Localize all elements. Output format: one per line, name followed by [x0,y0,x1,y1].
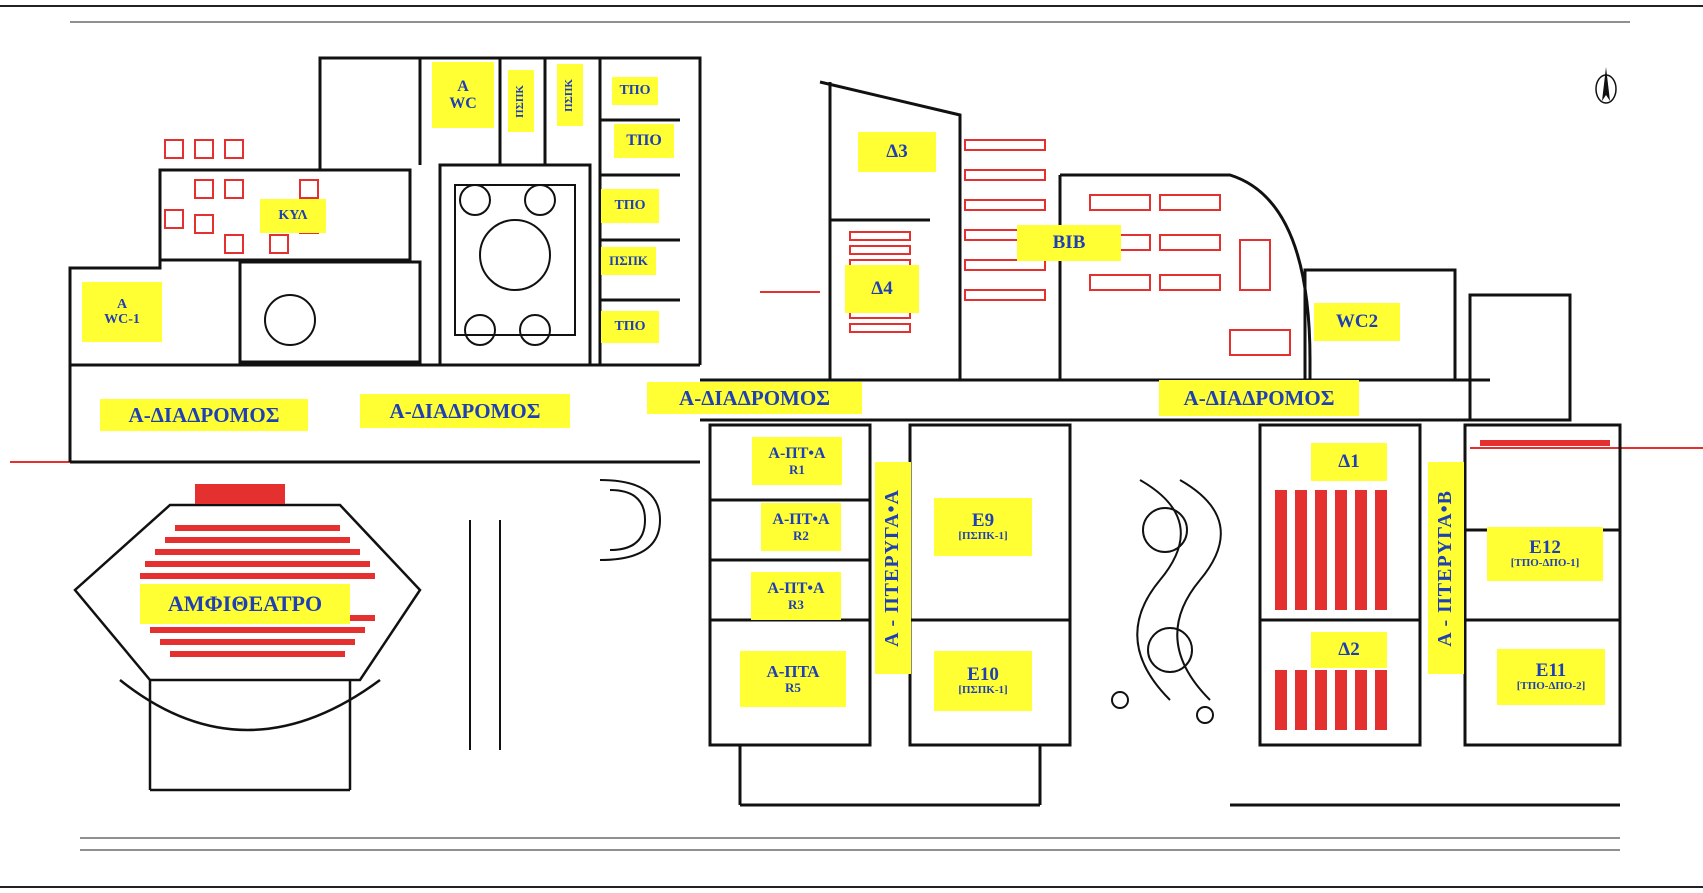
room-r2-line2: R2 [793,527,809,543]
wing-b-label: Α - ΠΤΕΡΥΓΑ•Β [1428,462,1464,674]
corridor-3-text: Α-ΔΙΑΔΡΟΜΟΣ [679,385,830,410]
corridor-4-text: Α-ΔΙΑΔΡΟΜΟΣ [1183,385,1335,410]
room-pspk-text: ΠΣΠΚ [609,252,648,268]
room-d2: Δ2 [1311,632,1387,668]
room-d3: Δ3 [858,132,936,172]
room-bib-text: ΒΙΒ [1052,231,1086,253]
room-tpo-2-text: ΤΠΟ [626,132,662,150]
room-pspk-vertical-1-text: ΠΣΠΚ [514,84,527,118]
corridor-1: Α-ΔΙΑΔΡΟΜΟΣ [100,399,308,431]
room-r5-line1: Α-ΠΤΑ [766,661,820,681]
room-tpo-3-text: ΤΠΟ [614,198,646,214]
room-e12-line1: Ε12 [1529,536,1561,558]
wing-a-text: Α - ΠΤΕΡΥΓΑ•Α [881,489,904,647]
north-arrow-icon [1595,67,1617,104]
room-e12-line2: [ΤΠΟ-ΔΠΟ-1] [1510,557,1580,570]
room-r2-line1: Α-ΠΤ•Α [772,511,830,529]
amphitheatre-seats [140,484,375,657]
room-e10: Ε10 [ΠΣΠΚ-1] [934,651,1032,711]
room-amphitheatre: ΑΜΦΙΘΕΑΤΡΟ [140,584,350,624]
amphitheatre-outline [73,503,422,792]
room-tpo-2: ΤΠΟ [614,124,674,158]
room-a-wc-line2: WC [449,95,477,112]
room-pspk-vertical-2-text: ΠΣΠΚ [563,78,576,112]
room-wc2-text: WC2 [1335,310,1379,332]
room-e11: Ε11 [ΤΠΟ-ΔΠΟ-2] [1497,649,1605,705]
wing-b-text: Α - ΠΤΕΡΥΓΑ•Β [1434,489,1457,647]
room-r3-line2: R3 [788,596,804,612]
room-tpo-1: ΤΠΟ [612,77,658,105]
room-e10-line1: Ε10 [967,663,999,685]
room-kyl: ΚΥΛ [260,199,326,233]
room-e12: Ε12 [ΤΠΟ-ΔΠΟ-1] [1487,527,1603,581]
library-tables [964,139,1291,356]
room-tpo-3: ΤΠΟ [601,189,659,223]
room-a-wc-1-line1: Α [116,296,128,312]
room-e11-line1: Ε11 [1535,659,1567,681]
room-r3: Α-ΠΤ•Α R3 [751,572,841,620]
room-a-wc: Α WC [432,62,494,128]
room-d4-text: Δ4 [871,277,893,299]
room-e9: Ε9 [ΠΣΠΚ-1] [934,498,1032,556]
room-r3-line1: Α-ΠΤ•Α [767,580,825,598]
room-e9-line2: [ΠΣΠΚ-1] [958,530,1008,543]
room-e11-line2: [ΤΠΟ-ΔΠΟ-2] [1516,680,1586,693]
corridor-3: Α-ΔΙΑΔΡΟΜΟΣ [647,382,862,414]
room-r2: Α-ΠΤ•Α R2 [761,503,841,551]
room-r5-line2: R5 [785,680,801,696]
corridor-1-text: Α-ΔΙΑΔΡΟΜΟΣ [128,402,280,427]
room-e10-line2: [ΠΣΠΚ-1] [958,684,1008,697]
room-r5: Α-ΠΤΑ R5 [740,651,846,707]
room-bib: ΒΙΒ [1017,225,1121,261]
room-wc2: WC2 [1314,303,1400,341]
room-r1-line2: R1 [789,461,805,477]
corridor-2-text: Α-ΔΙΑΔΡΟΜΟΣ [389,398,541,423]
walls [68,56,1622,807]
room-pspk: ΠΣΠΚ [601,247,656,275]
room-d3-text: Δ3 [886,140,908,162]
room-d1: Δ1 [1311,443,1387,481]
entrance-ramp [469,479,662,750]
room-kyl-text: ΚΥΛ [278,208,308,224]
room-a-wc-1: Α WC-1 [82,282,162,342]
room-e9-line1: Ε9 [971,509,995,531]
room-d4: Δ4 [845,265,919,313]
room-tpo-4-text: ΤΠΟ [614,319,646,335]
corridor-4: Α-ΔΙΑΔΡΟΜΟΣ [1159,380,1359,416]
frame-lines [0,5,1703,888]
room-pspk-vertical-1: ΠΣΠΚ [508,70,534,132]
room-tpo-4: ΤΠΟ [601,311,659,343]
courtyard-path [1111,479,1222,724]
corridor-2: Α-ΔΙΑΔΡΟΜΟΣ [360,394,570,428]
room-a-wc-1-line2: WC-1 [104,312,140,327]
room-d2-text: Δ2 [1338,638,1360,660]
cafe-tables [164,139,319,254]
wing-a-label: Α - ΠΤΕΡΥΓΑ•Α [875,462,911,674]
room-tpo-1-text: ΤΠΟ [619,83,651,99]
lecture-seats [1275,440,1610,730]
room-a-wc-line1: Α [457,77,469,95]
room-amphitheatre-text: ΑΜΦΙΘΕΑΤΡΟ [167,591,323,617]
room-d1-text: Δ1 [1338,450,1360,472]
room-r1: Α-ΠΤ•Α R1 [752,437,842,485]
atrium-plants [264,184,576,346]
room-pspk-vertical-2: ΠΣΠΚ [557,64,583,126]
room-r1-line1: Α-ΠΤ•Α [768,445,826,463]
